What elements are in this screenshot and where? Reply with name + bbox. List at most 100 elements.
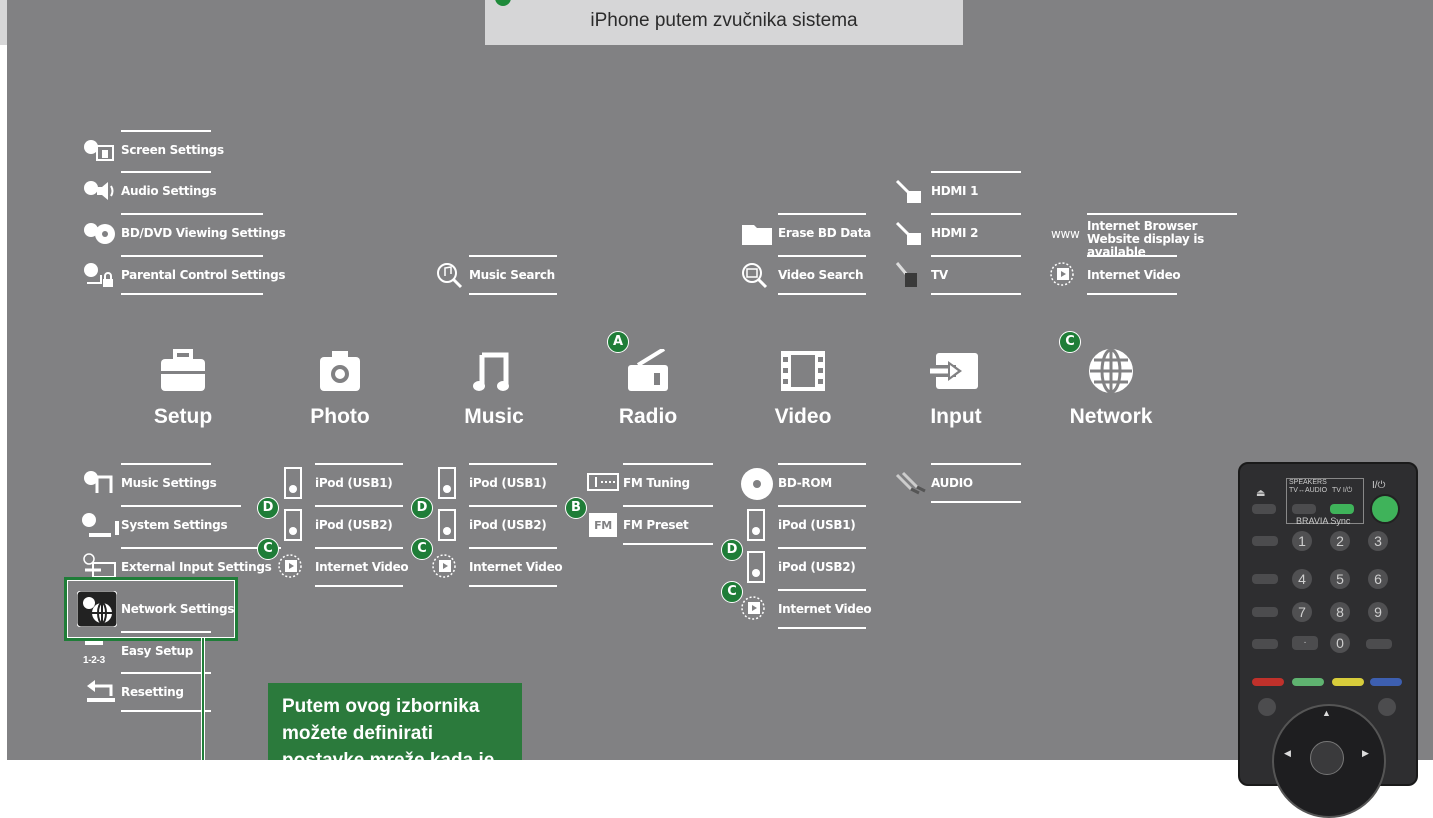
dpad-right-icon[interactable]: ▶ <box>1362 748 1369 758</box>
www-icon: www <box>1051 227 1080 241</box>
fm-tuning-icon <box>587 473 619 491</box>
blue-button[interactable] <box>1370 678 1402 686</box>
menu-item-label: Internet Video <box>315 560 409 574</box>
screen-settings-icon <box>84 140 114 161</box>
num-9-button[interactable]: 9 <box>1368 602 1388 622</box>
menu-item-photo-ipod2[interactable]: iPod (USB2) <box>284 505 403 545</box>
menu-item-network-settings[interactable]: Network Settings <box>77 589 234 629</box>
resetting-icon <box>87 680 115 702</box>
category-photo[interactable]: Photo <box>280 345 400 435</box>
menu-item-label: FM Preset <box>623 518 689 532</box>
menu-item-label: AUDIO <box>931 476 973 490</box>
remote-left-button[interactable] <box>1252 639 1278 649</box>
menu-item-screen-settings[interactable]: Screen Settings <box>84 130 224 170</box>
menu-item-bd-rom[interactable]: BD-ROM <box>741 463 866 503</box>
eject-icon[interactable]: ⏏ <box>1256 488 1266 499</box>
menu-item-music-settings[interactable]: Music Settings <box>84 463 217 503</box>
menu-item-label: Internet Video <box>778 602 872 616</box>
options-button[interactable] <box>1258 698 1276 716</box>
menu-item-internet-browser[interactable]: www Internet Browser Website display is … <box>1051 213 1237 259</box>
menu-item-audio-input[interactable]: AUDIO <box>895 463 1021 503</box>
menu-item-hdmi1[interactable]: HDMI 1 <box>895 171 1021 211</box>
menu-item-video-ipod1[interactable]: iPod (USB1) <box>747 505 866 545</box>
menu-item-photo-ipod1[interactable]: iPod (USB1) <box>284 463 403 503</box>
tip-text: iPhone putem zvučnika sistema <box>590 10 858 31</box>
menu-item-bd-dvd-settings[interactable]: BD/DVD Viewing Settings <box>84 213 286 253</box>
num-3-button[interactable]: 3 <box>1368 531 1388 551</box>
category-input[interactable]: Input <box>896 345 1016 435</box>
dpad-left-icon[interactable]: ◀ <box>1284 748 1291 758</box>
menu-item-video-internet-video[interactable]: Internet Video <box>741 589 872 629</box>
antenna-cable-icon <box>895 262 917 287</box>
badge-b: B <box>565 497 587 519</box>
speakers-button[interactable] <box>1292 504 1316 514</box>
menu-item-label: iPod (USB1) <box>778 518 856 532</box>
category-radio[interactable]: Radio <box>588 345 708 435</box>
menu-item-fm-tuning[interactable]: FM Tuning <box>587 463 713 503</box>
menu-item-tv[interactable]: TV <box>895 255 1021 295</box>
tv-power-button[interactable] <box>1330 504 1354 514</box>
menu-item-video-search[interactable]: Video Search <box>742 255 866 295</box>
num-5-button[interactable]: 5 <box>1330 569 1350 589</box>
menu-item-label: Music Settings <box>121 476 217 490</box>
callout-box: Putem ovog izbornika možete definirati p… <box>268 683 522 771</box>
menu-item-easy-setup[interactable]: 1-2-3 Easy Setup <box>83 631 211 671</box>
easy-setup-icon: 1-2-3 <box>83 639 106 666</box>
remote-left-button[interactable] <box>1252 607 1278 617</box>
menu-item-music-ipod2[interactable]: iPod (USB2) <box>438 505 557 545</box>
menu-item-photo-internet-video[interactable]: Internet Video <box>278 547 409 587</box>
internet-video-icon <box>432 554 456 578</box>
dpad-up-icon[interactable]: ▲ <box>1322 708 1331 718</box>
category-label: Setup <box>153 405 213 428</box>
red-button[interactable] <box>1252 678 1284 686</box>
power-button[interactable] <box>1370 494 1400 524</box>
menu-item-label: System Settings <box>121 518 228 532</box>
remote-left-button[interactable] <box>1252 574 1278 584</box>
eject-button[interactable] <box>1252 504 1276 514</box>
bd-dvd-settings-icon <box>84 223 115 244</box>
home-button[interactable] <box>1378 698 1396 716</box>
menu-item-network-internet-video[interactable]: Internet Video <box>1050 255 1181 295</box>
yellow-button[interactable] <box>1332 678 1364 686</box>
category-setup[interactable]: Setup <box>123 345 243 435</box>
num-7-button[interactable]: 7 <box>1292 602 1312 622</box>
tip-badge <box>495 0 511 6</box>
menu-item-audio-settings[interactable]: Audio Settings <box>84 171 217 211</box>
callout-line-1: Putem ovog izbornika <box>282 696 480 717</box>
menu-item-music-internet-video[interactable]: Internet Video <box>432 547 563 587</box>
music-search-icon <box>437 263 463 289</box>
menu-item-music-ipod1[interactable]: iPod (USB1) <box>438 463 557 503</box>
category-music[interactable]: Music <box>434 345 554 435</box>
input-icon <box>930 353 978 389</box>
remote-right-button[interactable] <box>1366 639 1392 649</box>
ipod-icon <box>438 467 456 499</box>
video-search-icon <box>742 263 768 289</box>
film-icon <box>781 351 825 391</box>
num-4-button[interactable]: 4 <box>1292 569 1312 589</box>
green-button[interactable] <box>1292 678 1324 686</box>
callout-line-3: postavke mreže kada je <box>282 750 495 771</box>
menu-item-parental-control[interactable]: Parental Control Settings <box>84 255 286 295</box>
menu-item-label: iPod (USB2) <box>469 518 547 532</box>
menu-item-music-search[interactable]: Music Search <box>437 255 557 295</box>
audio-settings-icon <box>84 181 114 200</box>
menu-item-resetting[interactable]: Resetting <box>87 672 211 712</box>
menu-item-system-settings[interactable]: System Settings <box>82 505 241 545</box>
menu-item-fm-preset[interactable]: FM FM Preset <box>589 505 713 545</box>
num-6-button[interactable]: 6 <box>1368 569 1388 589</box>
menu-item-label: iPod (USB2) <box>778 560 856 574</box>
menu-item-label: BD-ROM <box>778 476 832 490</box>
internet-video-icon <box>741 596 765 620</box>
num-8-button[interactable]: 8 <box>1330 602 1350 622</box>
dot-button[interactable]: · <box>1292 636 1318 650</box>
num-1-button[interactable]: 1 <box>1292 531 1312 551</box>
remote-left-button[interactable] <box>1252 536 1278 546</box>
category-video[interactable]: Video <box>743 345 863 435</box>
menu-item-erase-bd[interactable]: Erase BD Data <box>742 213 871 253</box>
num-0-button[interactable]: 0 <box>1330 633 1350 653</box>
dpad-center-button[interactable] <box>1310 741 1344 775</box>
num-2-button[interactable]: 2 <box>1330 531 1350 551</box>
category-network[interactable]: Network <box>1051 345 1171 435</box>
menu-item-hdmi2[interactable]: HDMI 2 <box>895 213 1021 253</box>
menu-item-video-ipod2[interactable]: iPod (USB2) <box>747 547 866 587</box>
